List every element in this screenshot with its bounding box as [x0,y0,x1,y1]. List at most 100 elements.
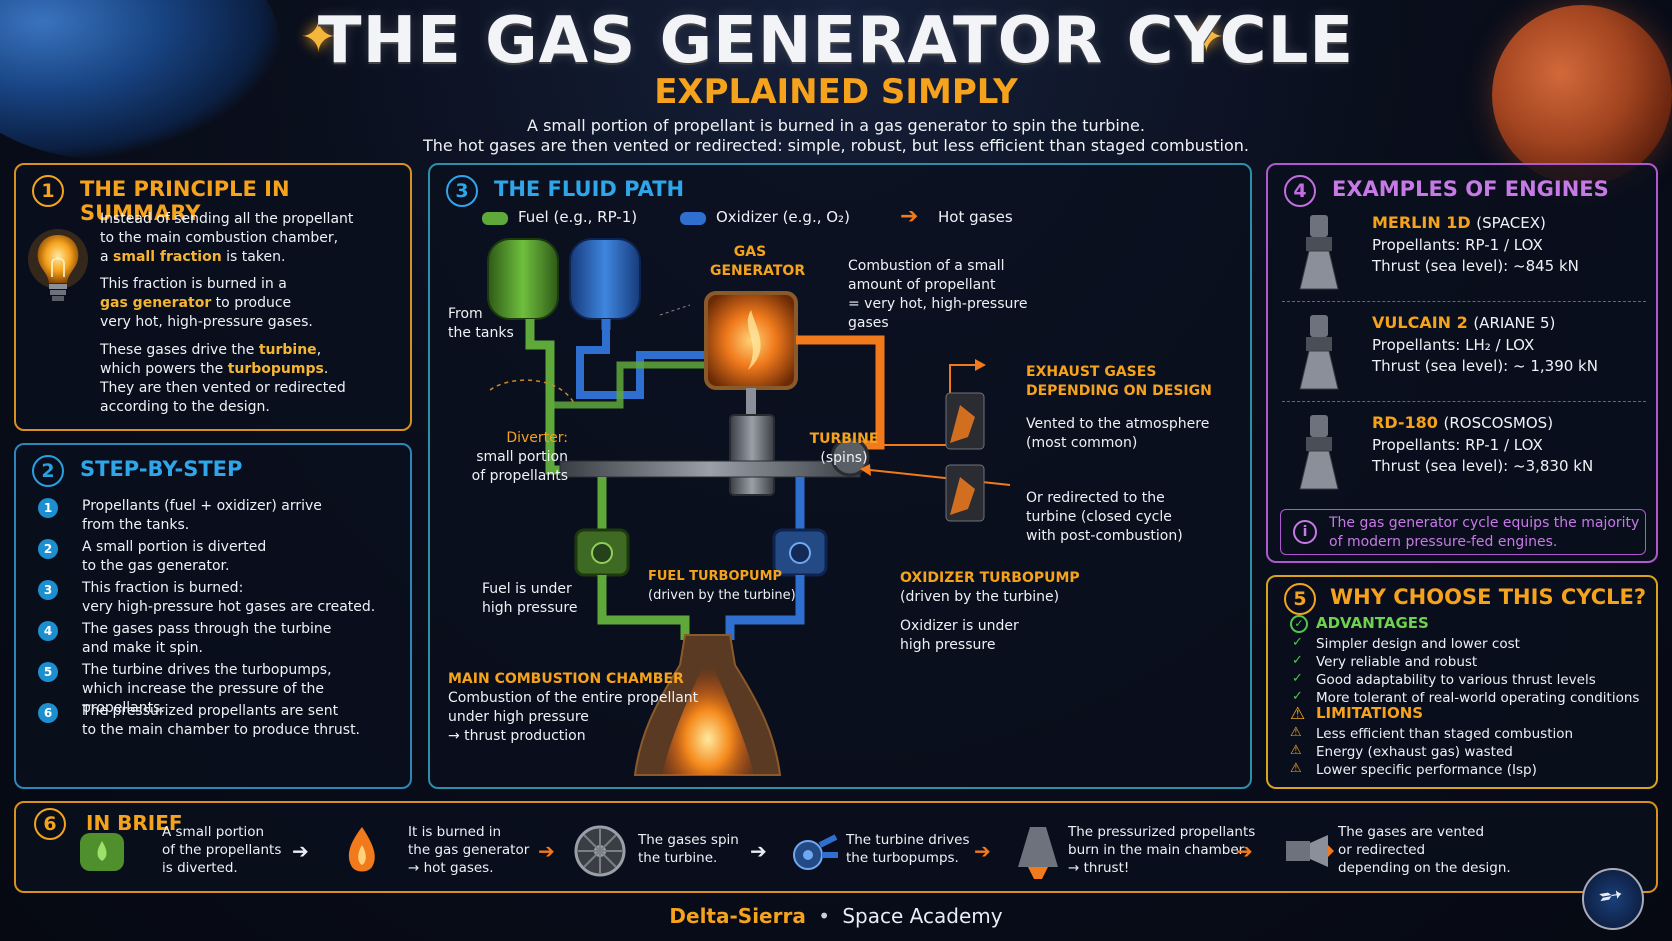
text-line: The turbine drives the turbopumps, [82,662,332,678]
rocket-badge-icon: ➶ [1582,868,1644,930]
text-line: The turbine drives [846,832,970,848]
text-line: Diverter: [506,430,568,446]
fuel-pressure-label: Fuel is under high pressure [482,580,577,618]
engine-thrust: Thrust (sea level): ~845 kN [1372,257,1579,275]
fuel-turbopump-label: FUEL TURBOPUMP (driven by the turbine) [648,567,796,605]
engine-name: VULCAIN 2 (ARIANE 5) [1372,313,1555,332]
step-text: This fraction is burned:very high-pressu… [82,579,375,617]
step-text: The turbine drives the turbopumps, which … [82,661,410,718]
step-number-badge: 1 [38,498,58,518]
text-line: burn in the main chamber [1068,842,1245,858]
text-line: the tanks [448,325,514,341]
highlight-text: turbopumps [227,361,324,377]
turbine-label: TURBINE (spins) [794,430,894,468]
flame-icon [334,823,390,879]
step-number-badge: 3 [38,580,58,600]
text-line: to the main combustion chamber, [100,230,339,246]
oxidizer-turbopump-label: OXIDIZER TURBOPUMP (driven by the turbin… [900,569,1080,607]
engine-title: MERLIN 1D [1372,213,1471,232]
section-number: 1 [32,175,64,207]
step-number-badge: 6 [38,703,58,723]
engine-maker: (ARIANE 5) [1473,314,1556,332]
highlight-text: small fraction [113,249,222,265]
text: a [100,249,114,265]
legend-fuel-swatch [482,212,508,225]
sparkle-star-icon: ✦ [1188,12,1225,63]
text-line: DEPENDING ON DESIGN [1026,383,1212,399]
footer: Delta-Sierra • Space Academy [0,904,1672,928]
text-line: The gases are vented [1338,824,1485,840]
arrow-right-icon: ➔ [1236,839,1253,863]
text-line: GENERATOR [710,263,806,279]
rocket-engine-icon [1296,413,1342,491]
text-line: or redirected [1338,842,1426,858]
info-icon: i [1293,520,1317,544]
advantage-item: Good adaptability to various thrust leve… [1316,672,1596,688]
text-line: FUEL TURBOPUMP [648,569,783,584]
brief-step-text: The gases are vented or redirected dependi… [1338,823,1511,877]
rocket-engine-icon [1296,313,1342,391]
text-line: depending on the design. [1338,860,1511,876]
text-line: Oxidizer is under [900,618,1019,634]
rocket-engine-icon [1296,213,1342,291]
checkmark-circle-icon: ✓ [1290,615,1308,633]
limitation-item: Less efficient than staged combustion [1316,726,1574,742]
section-number: 4 [1284,175,1316,207]
text-line: gases [848,315,889,331]
text-line: with post-combustion) [1026,528,1183,544]
diverter-label: Diverter: small portion of propellants [448,429,568,486]
text-line: Instead of sending all the propellant [100,211,354,227]
text-line: high pressure [900,637,996,653]
turbine-wheel-icon [572,823,628,879]
text-line: → hot gases. [408,860,494,876]
section-title: IN BRIEF [86,811,183,835]
text-line: small portion [476,449,568,465]
text-line: a small fraction is taken. [100,248,353,267]
section-number: 5 [1284,583,1316,615]
text: which powers the [100,361,228,377]
text-line: The gas generator cycle equips the major… [1329,515,1640,531]
limitation-item: Lower specific performance (Isp) [1316,762,1537,778]
redirected-label: Or redirected to the turbine (closed cyc… [1026,489,1183,546]
engine-separator [1282,401,1646,402]
checkmark-icon: ✓ [1292,653,1303,668]
step-number-badge: 2 [38,539,58,559]
text-line: This fraction is burned in a [100,276,287,292]
principle-paragraph: This fraction is burned in a gas generat… [100,275,313,332]
text-line: of the propellants [162,842,282,858]
intro-line: A small portion of propellant is burned … [527,116,1145,135]
section-title: THE FLUID PATH [494,177,685,201]
advantage-item: Very reliable and robust [1316,654,1478,670]
advantages-title: ADVANTAGES [1316,614,1429,632]
text-line: EXHAUST GASES [1026,364,1157,380]
footer-brand: Delta-Sierra [669,904,806,928]
text-line: which increase the pressure of the prope… [82,681,324,716]
arrow-right-icon: ➔ [974,839,991,863]
section-number: 6 [34,808,66,840]
warning-icon: ⚠ [1290,761,1302,776]
exhaust-gases-label: EXHAUST GASES DEPENDING ON DESIGN [1026,363,1212,401]
text-line: MAIN COMBUSTION CHAMBER [448,671,684,687]
text-line: Vented to the atmosphere [1026,416,1210,432]
why-panel: 5 WHY CHOOSE THIS CYCLE? ✓ ADVANTAGES ✓S… [1266,575,1658,789]
text-line: → thrust production [448,728,586,744]
text-line: A small portion is diverted [82,539,267,555]
principle-paragraph: These gases drive the turbine, which pow… [100,341,346,417]
step-number-badge: 5 [38,662,58,682]
engine-propellants: Propellants: RP-1 / LOX [1372,236,1543,254]
text-line: which powers the turbopumps. [100,360,346,379]
highlight-text: gas generator [100,295,212,311]
text: , [316,342,322,358]
main-combustion-chamber-label: MAIN COMBUSTION CHAMBER Combustion of th… [448,670,698,746]
section-title: THE PRINCIPLE IN SUMMARY [80,177,290,225]
step-number-badge: 4 [38,621,58,641]
text-line: → thrust! [1068,860,1130,876]
text-line: It is burned in [408,824,502,840]
text-line: the turbine. [638,850,718,866]
